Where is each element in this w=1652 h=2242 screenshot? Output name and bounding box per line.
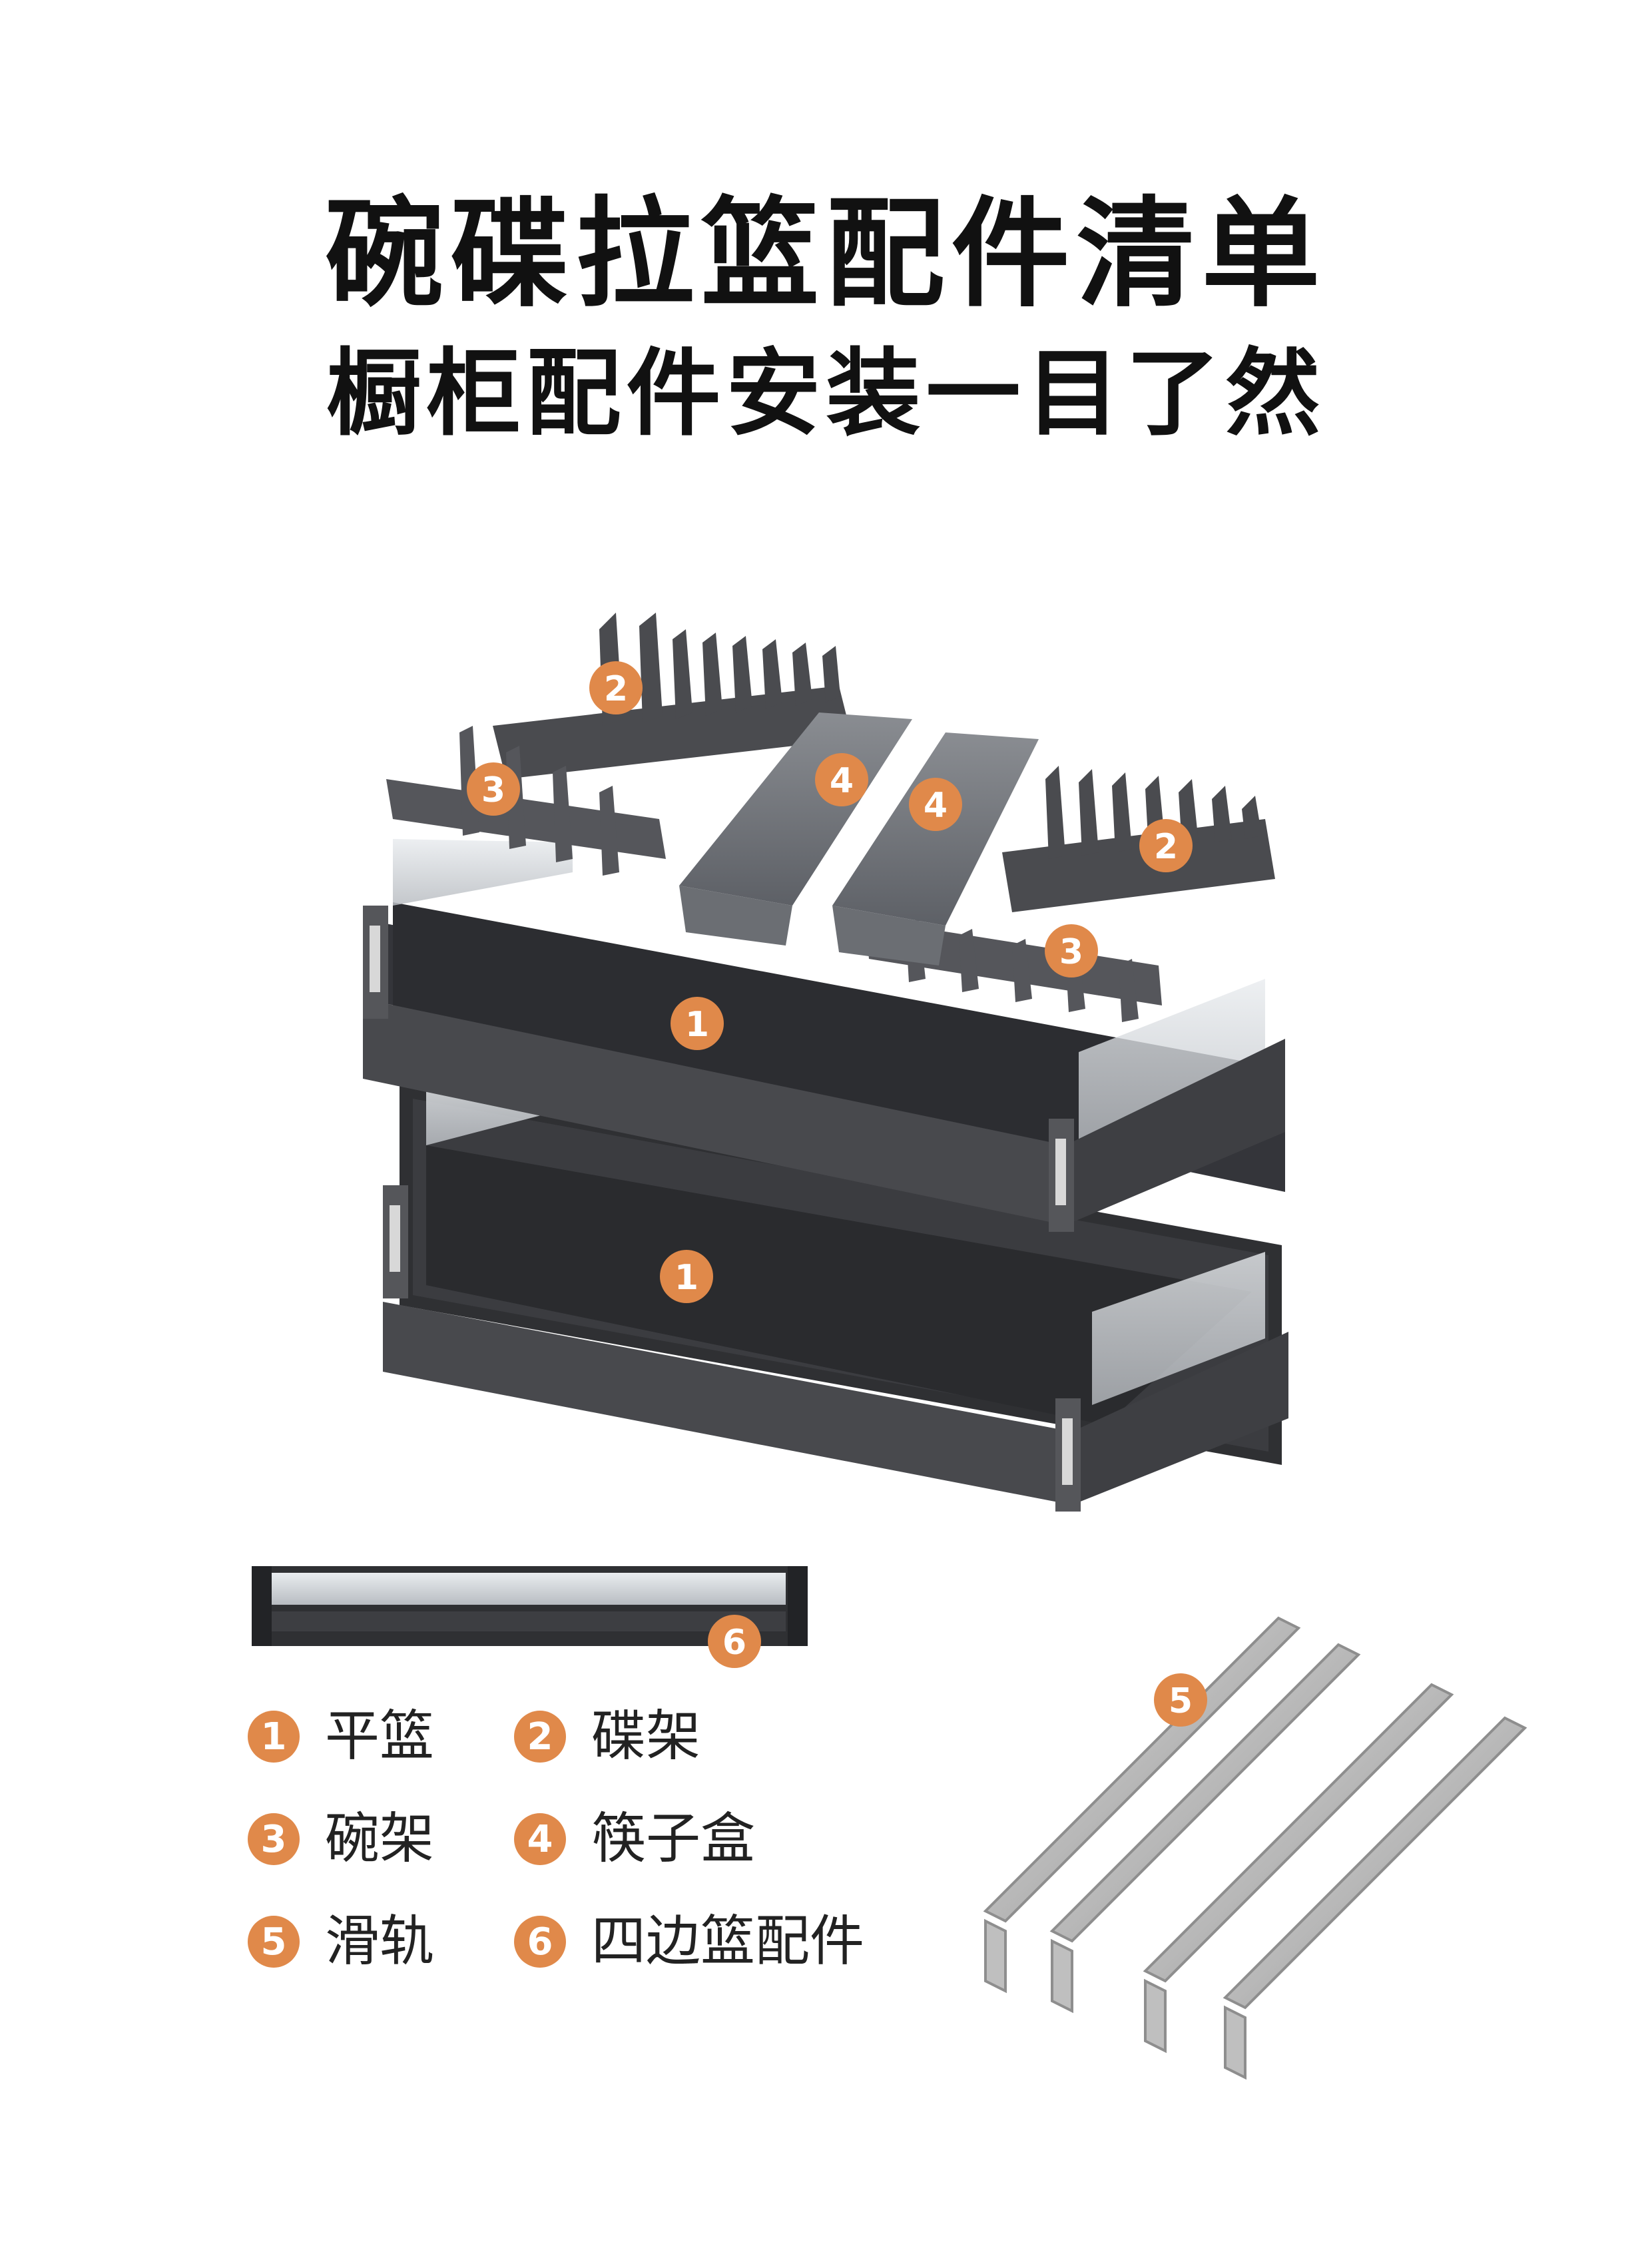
callout-4-left: 4 <box>815 753 868 806</box>
callout-text: 6 <box>722 1623 746 1663</box>
badge-icon <box>1154 1673 1207 1727</box>
legend-item-bowl-rack: 3 碗架 <box>248 1807 514 1871</box>
callout-4-right: 4 <box>909 778 962 831</box>
legend-item-dish-rack: 2 碟架 <box>514 1705 914 1769</box>
callout-text: 4 <box>924 786 948 826</box>
callout-2-right: 2 <box>1139 819 1193 872</box>
badge-icon <box>589 661 643 714</box>
legend-item-basket-frame: 6 四边篮配件 <box>514 1910 914 1974</box>
number-badge-icon: 2 <box>514 1711 566 1763</box>
badge-icon <box>660 1250 713 1303</box>
badge-icon <box>815 753 868 806</box>
page-subtitle: 橱柜配件安装一目了然 <box>326 339 1326 449</box>
page-title: 碗碟拉篮配件清单 <box>325 185 1327 323</box>
callout-2-left: 2 <box>589 661 643 714</box>
legend-label: 滑轨 <box>325 1910 435 1973</box>
legend-label: 筷子盒 <box>591 1807 756 1870</box>
callout-text: 1 <box>675 1258 698 1298</box>
callout-text: 2 <box>604 669 628 709</box>
flat-basket-upper-icon <box>363 839 1285 1232</box>
legend-item-flat-basket: 1 平篮 <box>248 1705 514 1769</box>
badge-icon <box>467 762 520 816</box>
callout-text: 2 <box>1154 827 1178 867</box>
legend-label: 碟架 <box>591 1705 701 1768</box>
badge-icon <box>909 778 962 831</box>
callout-text: 3 <box>481 770 505 810</box>
slide-rail-icon <box>983 1616 1527 2080</box>
callout-1-lower: 1 <box>660 1250 713 1303</box>
flat-basket-lower-icon <box>383 1079 1288 1512</box>
badge-icon <box>708 1615 761 1668</box>
legend-label: 平篮 <box>325 1705 435 1768</box>
number-badge-icon: 6 <box>514 1916 566 1968</box>
callout-6: 6 <box>708 1615 761 1668</box>
badge-icon <box>1139 819 1193 872</box>
legend-label: 四边篮配件 <box>591 1910 865 1973</box>
number-badge-icon: 5 <box>248 1916 300 1968</box>
number-badge-icon: 1 <box>248 1711 300 1763</box>
number-badge-icon: 3 <box>248 1813 300 1865</box>
callout-text: 3 <box>1059 932 1083 972</box>
badge-icon <box>671 997 724 1050</box>
callout-3-left: 3 <box>467 762 520 816</box>
callout-3-right: 3 <box>1045 924 1098 978</box>
badge-icon <box>1045 924 1098 978</box>
parts-legend: 1 平篮 2 碟架 3 碗架 4 筷子盒 5 滑轨 6 四边篮配件 <box>248 1705 947 1974</box>
legend-label: 碗架 <box>325 1807 435 1870</box>
callout-5: 5 <box>1154 1673 1207 1727</box>
number-badge-icon: 4 <box>514 1813 566 1865</box>
legend-item-slide-rail: 5 滑轨 <box>248 1910 514 1974</box>
legend-item-chopstick-box: 4 筷子盒 <box>514 1807 914 1871</box>
callout-text: 4 <box>830 761 854 801</box>
callout-1-upper: 1 <box>671 997 724 1050</box>
callout-text: 5 <box>1169 1681 1193 1721</box>
callout-text: 1 <box>685 1005 709 1045</box>
